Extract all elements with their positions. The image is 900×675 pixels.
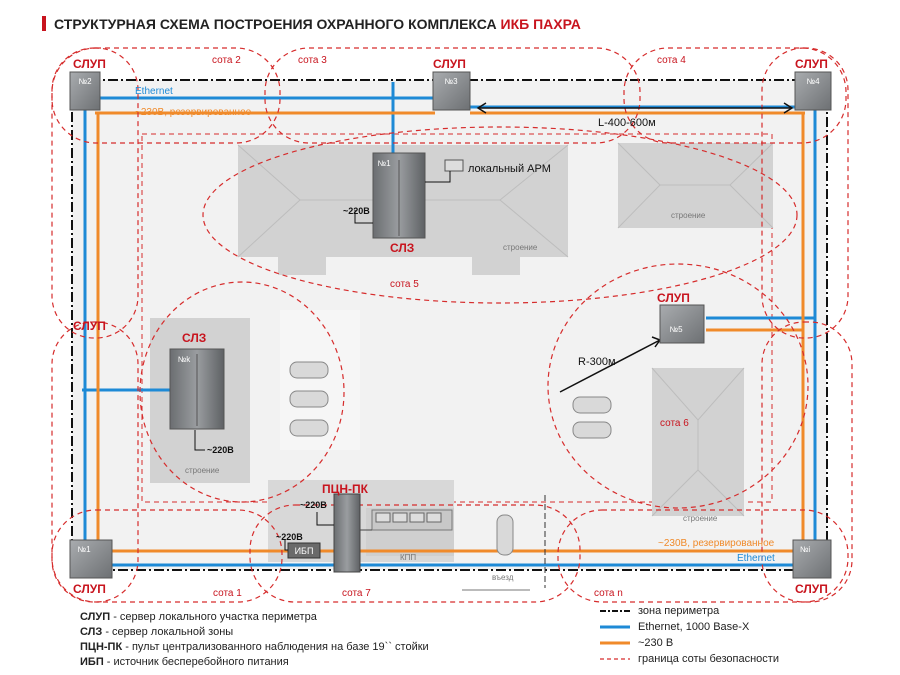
slup-i-label: СЛУП [795, 582, 828, 596]
slup-box-3[interactable]: №3 [432, 71, 471, 111]
building-top-label: строение [503, 243, 538, 252]
zone-1-label: сота 1 [213, 588, 242, 599]
slup-box-5[interactable]: №5 [659, 304, 705, 344]
zone-borders [51, 47, 853, 603]
slup-2-label: СЛУП [73, 57, 106, 71]
ethernet-label-bottom: Ethernet [737, 553, 775, 564]
zone-5-label: сота 5 [390, 279, 419, 290]
slz-top-number: №1 [377, 159, 391, 168]
distance-label: L-400-600м [598, 117, 656, 129]
slup-4-number: №4 [806, 77, 820, 86]
slz-top-label: СЛЗ [390, 241, 414, 255]
arm-label: локальный АРМ [468, 163, 551, 175]
pcn-rack[interactable] [333, 493, 453, 573]
power-wire-ups [284, 540, 288, 551]
kpp-label: КПП [400, 553, 416, 562]
perimeter-line [71, 79, 828, 571]
ups-label: ИБП [295, 546, 314, 556]
slup-4-label: СЛУП [795, 57, 828, 71]
zone-n-label: сота n [594, 588, 623, 599]
building-left-label: строение [185, 466, 220, 475]
title-marker [42, 16, 46, 31]
legend-item-slz: СЛЗ - сервер локальной зоны [80, 626, 234, 638]
legend-item-ibp: ИБП - источник бесперебойного питания [80, 656, 289, 668]
legend-item-slup: СЛУП - сервер локального участка перимет… [80, 611, 317, 623]
zone-7-label: сота 7 [342, 588, 371, 599]
legend-abbreviations: СЛУП - сервер локального участка перимет… [80, 610, 429, 670]
slup-box-1[interactable]: №1 [69, 539, 113, 579]
slup-2-number: №2 [78, 77, 92, 86]
power-220-top: ~220В [343, 206, 370, 216]
slz-server-top[interactable]: №1 [372, 152, 426, 239]
entrance-label: въезд [492, 573, 514, 582]
power-label-bottom: ~230В, резервированное [658, 538, 775, 549]
slup-box-2[interactable]: №2 [69, 71, 101, 111]
slup-box-4[interactable]: №4 [794, 71, 832, 111]
slup-5-number: №5 [669, 325, 683, 334]
building-right-bottom-label: строение [683, 514, 718, 523]
distance-arrow [476, 102, 794, 114]
zone-2-label: сота 2 [212, 55, 241, 66]
slup-i-number: №i [800, 545, 811, 554]
slup-3-number: №3 [444, 77, 458, 86]
power-220-pcn: ~220В [300, 500, 327, 510]
slz-left-label: СЛЗ [182, 331, 206, 345]
power-wire-pcn [316, 512, 334, 526]
building-right-bottom [651, 367, 745, 517]
ups-box[interactable]: ИБП [287, 542, 321, 559]
power-lines [95, 111, 805, 553]
slup-1-number: №1 [77, 545, 91, 554]
title-text: СТРУКТУРНАЯ СХЕМА ПОСТРОЕНИЯ ОХРАННОГО К… [54, 16, 501, 32]
legend-ethernet-swatch [600, 625, 630, 629]
power-220-ups: ~220В [276, 532, 303, 542]
legend-border-swatch [600, 658, 630, 660]
ethernet-lines [82, 82, 817, 567]
zone-3-label: сота 3 [298, 55, 327, 66]
zone-4-label: сота 4 [657, 55, 686, 66]
radius-label: R-300м [578, 356, 616, 368]
parked-cars-left [289, 361, 329, 437]
power-wire-left [194, 430, 205, 451]
diagram-title: СТРУКТУРНАЯ СХЕМА ПОСТРОЕНИЯ ОХРАННОГО К… [42, 16, 581, 32]
title-accent: ИКБ ПАХРА [500, 16, 581, 32]
power-wire-top [354, 210, 373, 224]
power-label-top: ~230В, резервированное [135, 107, 252, 118]
power-220-left: ~220В [207, 445, 234, 455]
parked-cars-right [572, 396, 612, 439]
building-right-top [617, 142, 774, 229]
zone-6-label: сота 6 [660, 418, 689, 429]
slup-1-label: СЛУП [73, 582, 106, 596]
slup-box-i[interactable]: №i [792, 539, 832, 579]
entering-car [496, 514, 514, 556]
ethernet-label-top: Ethernet [135, 86, 173, 97]
building-right-top-label: строение [671, 211, 706, 220]
legend-power-swatch [600, 641, 630, 645]
legend-item-pcn: ПЦН-ПК - пульт централизованного наблюде… [80, 641, 429, 653]
slz-server-left[interactable]: №k [169, 348, 225, 430]
slup-5-label: СЛУП [657, 291, 690, 305]
slz-left-number: №k [178, 355, 192, 364]
pcn-label: ПЦН-ПК [322, 482, 369, 496]
legend-perimeter-swatch [600, 610, 630, 612]
slup-3-label: СЛУП [433, 57, 466, 71]
arm-monitor[interactable] [425, 159, 464, 183]
slup-left-mid-label: СЛУП [73, 319, 106, 333]
